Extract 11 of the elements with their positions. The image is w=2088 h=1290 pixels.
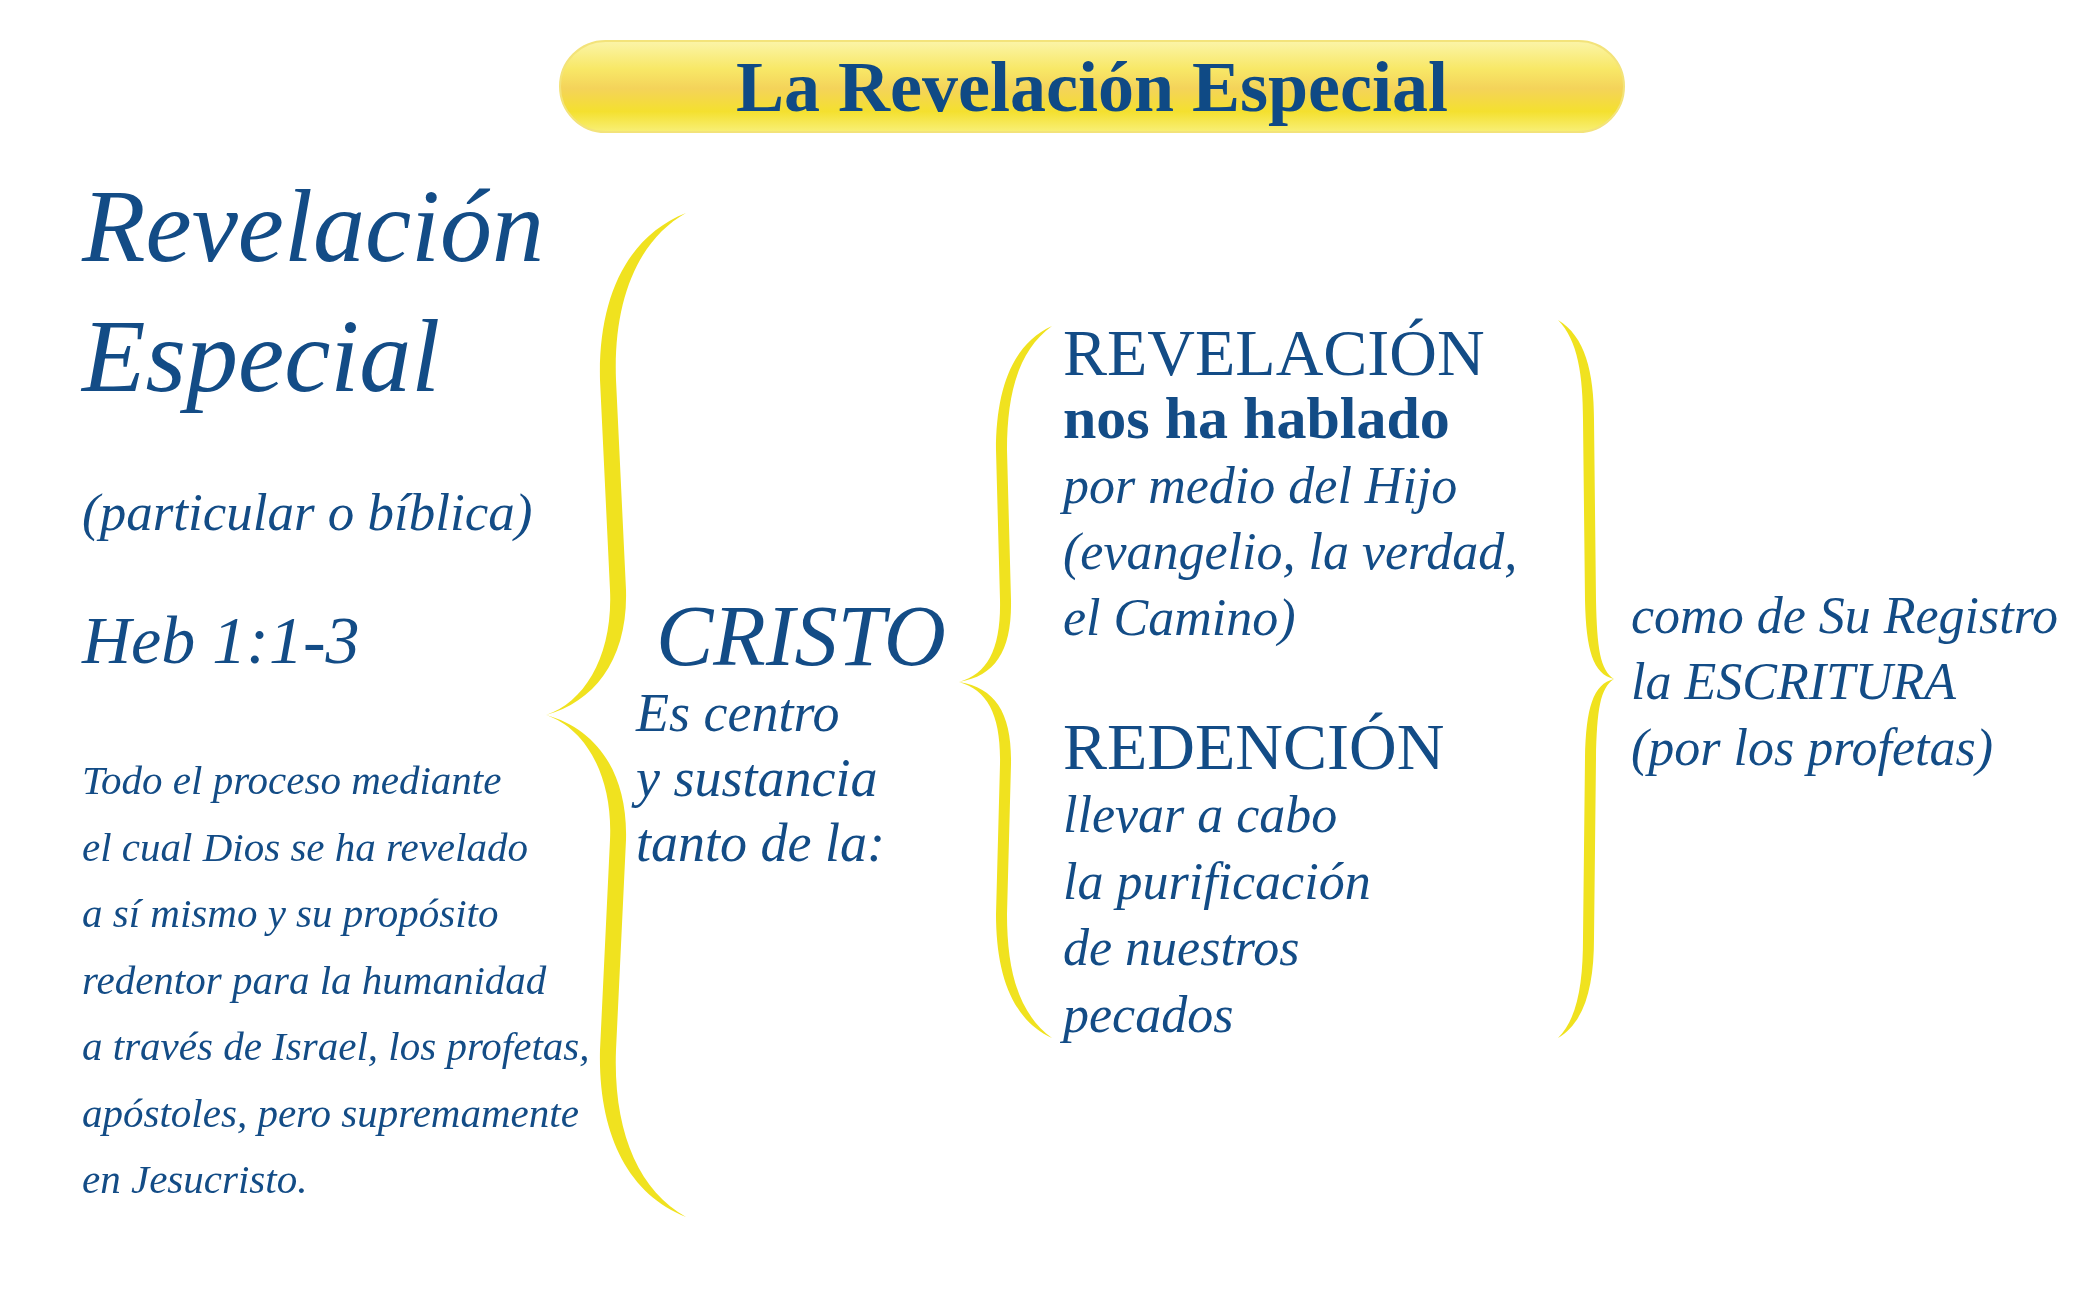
- curly-brace: [1558, 320, 1614, 1038]
- scripture-reference: Heb 1:1-3: [80, 601, 361, 680]
- body-text: por medio del Hijo (evangelio, la verdad, el Camino): [1051, 453, 1530, 651]
- body-text: llevar a cabo la purificación de nuestros pecados: [1051, 782, 1383, 1048]
- topic-heading: REDENCIÓN: [1062, 709, 1446, 785]
- subtitle: (particular o bíblica): [81, 482, 534, 543]
- title-banner: La Revelación Especial: [559, 40, 1625, 133]
- body-text: como de Su Registro la ESCRITURA (por los profetas): [1630, 586, 2059, 778]
- description-paragraph: Todo el proceso mediante el cual Dios se ha revelado a sí mismo y su propósito redentor para la humanidad a través de Israel, los profetas, apóstoles, pero supremamente en Jesucristo.: [81, 756, 591, 1204]
- section-heading: Revelación Especial: [80, 167, 545, 415]
- curly-brace: [959, 326, 1052, 1038]
